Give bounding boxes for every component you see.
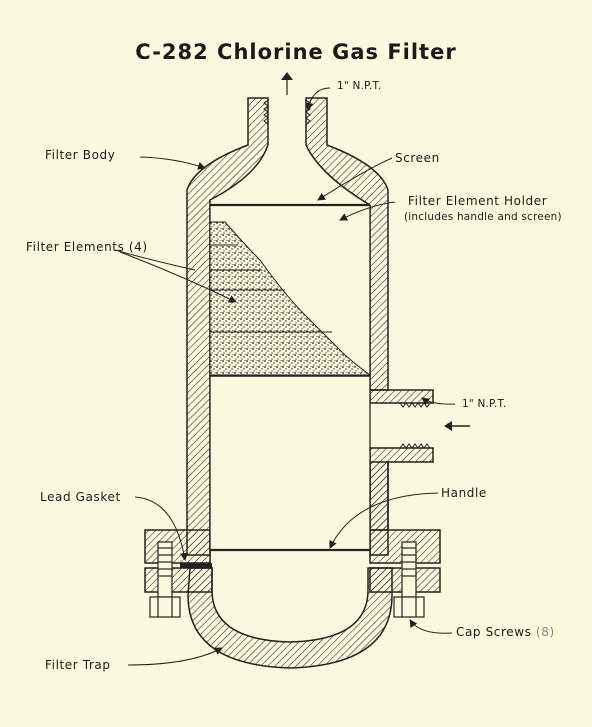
cap-screw-right [393, 541, 425, 618]
label-lead-gasket: Lead Gasket [40, 490, 121, 504]
leader-screen [317, 157, 393, 201]
leader-lines [114, 87, 456, 666]
leader-cap-screws [409, 619, 453, 634]
leader-filter-body [139, 156, 206, 170]
label-screen: Screen [395, 151, 440, 165]
leader-elements-2 [119, 251, 237, 303]
filter-trap-bowl [187, 567, 393, 669]
inlet-arrow-icon [444, 421, 470, 431]
label-holder-line2: (includes handle and screen) [404, 211, 562, 223]
label-npt-side: 1" N.P.T. [462, 398, 507, 410]
leader-filter-trap [127, 647, 223, 666]
label-filter-elements: Filter Elements (4) [26, 240, 148, 254]
leader-npt-side [421, 397, 456, 406]
label-handle: Handle [441, 486, 487, 500]
label-holder-line1: Filter Element Holder [408, 194, 548, 208]
cap-screws-count: (8) [535, 625, 555, 639]
side-threads [399, 402, 431, 449]
leader-lead-gasket [134, 496, 188, 561]
cap-screws-text: Cap Screws [456, 625, 532, 639]
label-filter-body: Filter Body [45, 148, 116, 162]
leader-npt-top [305, 87, 331, 111]
left-flange [144, 529, 211, 564]
top-threads [263, 99, 311, 125]
page-title: C-282 Chlorine Gas Filter [135, 40, 457, 64]
cap-screw-left [149, 541, 181, 618]
side-port-upper [369, 389, 434, 404]
leader-handle [329, 492, 439, 549]
label-filter-trap: Filter Trap [45, 658, 111, 672]
leader-holder [339, 201, 396, 221]
lead-gasket [180, 563, 212, 568]
filter-elements-cutaway [209, 221, 372, 376]
label-cap-screws: Cap Screws (8) [456, 625, 555, 639]
label-npt-top: 1" N.P.T. [337, 80, 382, 92]
outlet-arrow-icon [281, 72, 293, 95]
leader-elements-1 [114, 249, 196, 271]
filter-elements [209, 221, 372, 376]
